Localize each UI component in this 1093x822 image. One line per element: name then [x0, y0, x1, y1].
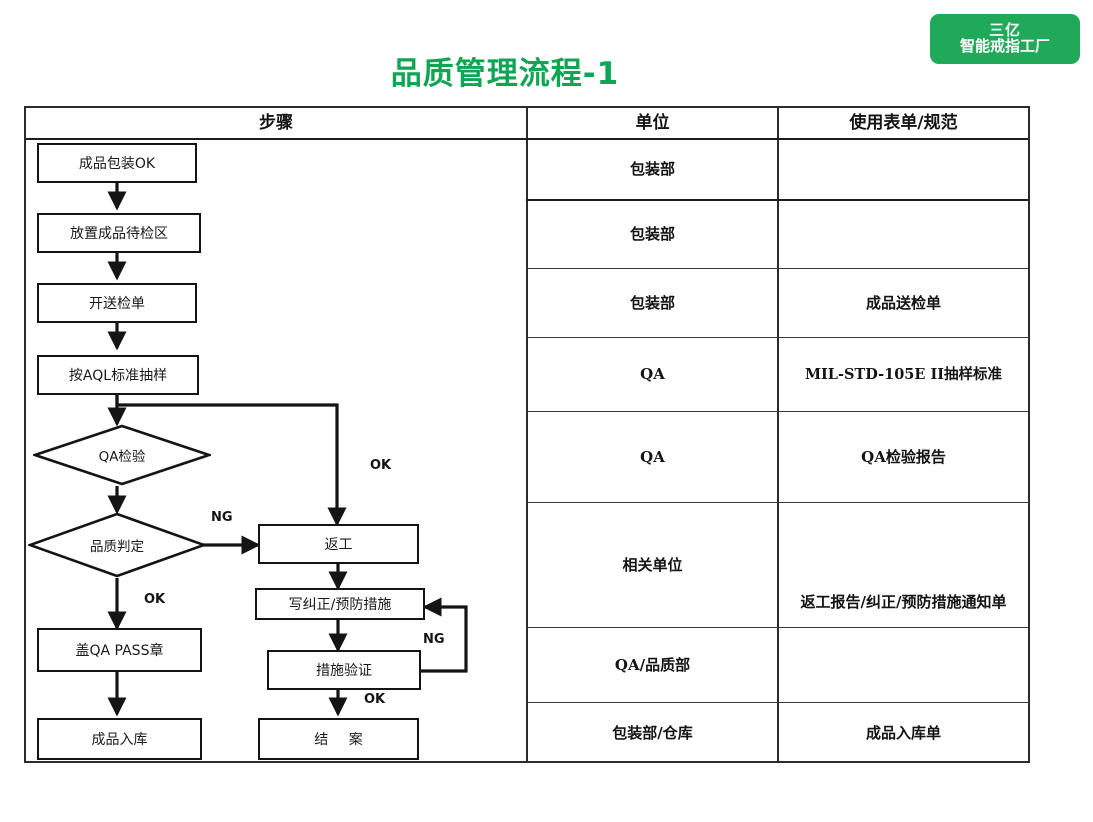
form-cell-1 [779, 139, 1028, 199]
form-cell-4: MIL-STD-105E II抽样标准 [804, 365, 1003, 383]
row-divider-3 [526, 337, 1028, 338]
decision-qa-inspection-shape [33, 424, 211, 486]
decision-quality-judgement-label: 品质判定 [90, 539, 144, 555]
unit-cell-5: QA [640, 447, 665, 466]
step-node-write-corrective-preventive[interactable]: 写纠正/预防措施 [255, 588, 425, 620]
column-header-form: 使用表单/规范 [849, 113, 958, 133]
column-header-steps: 步骤 [259, 113, 293, 133]
step-node-finished-goods-warehousing[interactable]: 成品入库 [37, 718, 202, 760]
step-node-place-inspection-area[interactable]: 放置成品待检区 [37, 213, 201, 253]
edge-label-ng-verify: NG [423, 632, 445, 647]
brand-badge-line1: 三亿 [988, 22, 1021, 40]
form-cell-5: QA检验报告 [861, 447, 946, 466]
page-title: 品质管理流程-1 [390, 56, 620, 92]
decision-quality-judgement-shape [28, 512, 206, 578]
row-divider-4 [526, 411, 1028, 412]
row-divider-7 [526, 702, 1028, 703]
form-cell-6: 返工报告/纠正/预防措施通知单 [800, 593, 1007, 612]
edge-label-ok-judgement: OK [144, 592, 166, 607]
row-divider-1 [526, 199, 1028, 201]
unit-cell-4: QA [640, 365, 665, 384]
brand-badge: 三亿 智能戒指工厂 [930, 14, 1080, 64]
unit-cell-6: 相关单位 [622, 555, 683, 574]
form-cell-3: 成品送检单 [865, 293, 941, 312]
column-divider-steps-unit [526, 108, 528, 761]
column-divider-unit-form [777, 108, 779, 761]
unit-cell-7: QA/品质部 [614, 655, 691, 674]
edge-label-ok-top: OK [370, 458, 392, 473]
decision-qa-inspection-label: QA检验 [98, 449, 146, 465]
unit-cell-8: 包装部/仓库 [612, 723, 693, 742]
unit-cell-2: 包装部 [629, 225, 675, 244]
header-row-divider [26, 138, 1028, 140]
form-cell-7: 成品入库单 [865, 723, 941, 742]
brand-badge-line2: 智能戒指工厂 [959, 38, 1050, 55]
step-node-qa-pass-stamp[interactable]: 盖QA PASS章 [37, 628, 202, 672]
row-divider-2 [526, 268, 1028, 269]
step-node-rework[interactable]: 返工 [258, 524, 419, 564]
step-node-finished-packing-ok[interactable]: 成品包装OK [37, 143, 197, 183]
form-cell-2 [779, 201, 1028, 268]
step-node-aql-sampling[interactable]: 按AQL标准抽样 [37, 355, 199, 395]
row-divider-5 [526, 502, 1028, 503]
column-header-unit: 单位 [635, 113, 670, 133]
step-node-close-case[interactable]: 结 案 [258, 718, 419, 760]
step-node-issue-inspection-form[interactable]: 开送检单 [37, 283, 197, 323]
edge-label-ok-verify: OK [364, 692, 386, 707]
unit-cell-3: 包装部 [629, 293, 675, 312]
step-node-verify-measures[interactable]: 措施验证 [267, 650, 421, 690]
row-divider-6 [526, 627, 1028, 628]
unit-cell-1: 包装部 [629, 159, 675, 178]
edge-label-ng-judgement: NG [211, 510, 233, 525]
